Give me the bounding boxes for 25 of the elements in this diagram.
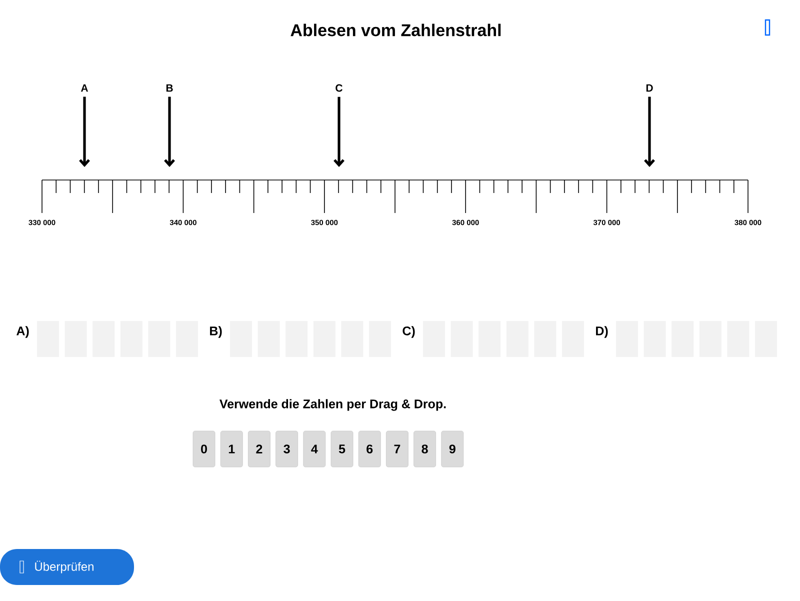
digit-tile: 3: [276, 430, 298, 468]
arrow: [164, 96, 175, 167]
point-label: A: [80, 84, 88, 92]
digit-tile: 7: [386, 430, 408, 468]
digit-tile: 8: [414, 430, 436, 468]
answer-label: B): [210, 326, 222, 338]
title: Ablesen vom Zahlenstrahl: [290, 24, 501, 36]
answer-label: D): [596, 326, 608, 338]
digit-tile: 6: [358, 430, 381, 468]
digit-tile: 1: [220, 430, 243, 468]
point-label: C: [336, 84, 342, 92]
answer-label: A): [16, 326, 29, 338]
point-label: B: [166, 84, 173, 92]
digit-tile: 4: [303, 430, 326, 468]
arrow: [644, 96, 655, 167]
digit-tile: 9: [441, 430, 464, 468]
digit-tile: 5: [330, 430, 354, 468]
point-label: D: [646, 84, 653, 92]
digit-tile: 2: [248, 430, 270, 468]
check-button: Überprüfen: [0, 549, 134, 585]
answer-label: C): [402, 326, 415, 338]
arrow: [79, 96, 90, 167]
digit-tile: 0: [192, 430, 216, 468]
instruction: Verwende die Zahlen per Drag & Drop.: [220, 399, 446, 411]
arrow: [334, 96, 344, 167]
